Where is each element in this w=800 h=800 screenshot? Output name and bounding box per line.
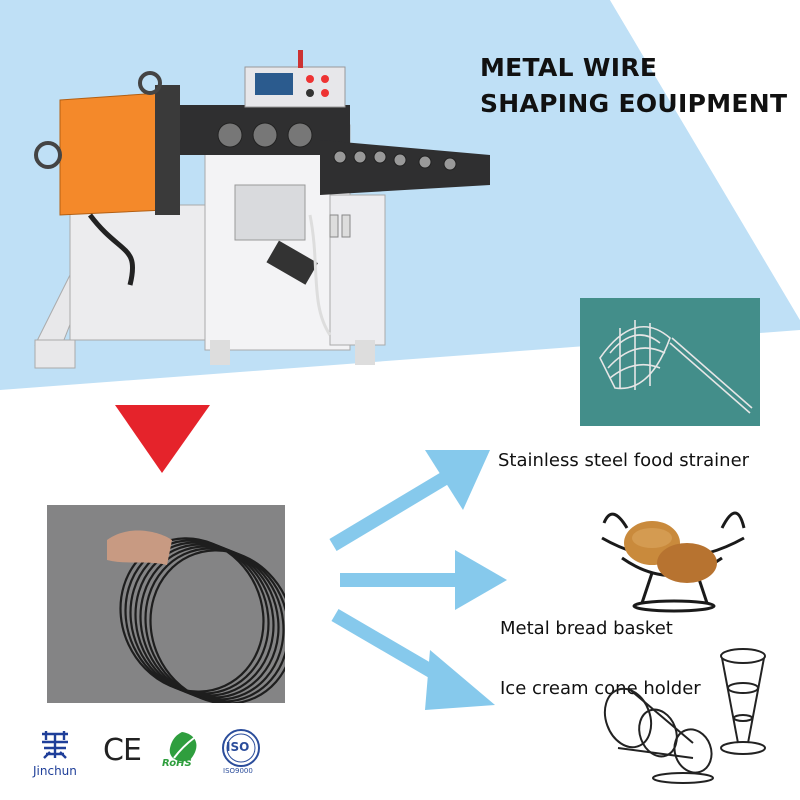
iso-badge-icon [222,729,260,767]
iso-sub-mark: ISO9000 [223,767,253,775]
strainer-label: Stainless steel food strainer [498,450,750,471]
title-line-1: METAL WIRE [480,53,658,82]
cone-holder-image [603,648,766,784]
page-title: METAL WIRE SHAPING EOUIPMENT [480,50,787,122]
cone-holder-label: Ice cream cone holder [500,678,701,699]
bread-basket-image [601,511,746,613]
wire-strainer-image [580,298,760,426]
ce-mark: CE [103,733,142,768]
iso-mark: ISO [226,740,250,754]
arrow-to-cone-holder-icon [331,608,495,710]
bread-basket-label: Metal bread basket [500,618,673,639]
arrow-to-basket-icon [340,550,507,610]
rohs-mark: RoHS [162,758,192,769]
down-arrow-icon [115,405,210,473]
jinchun-logo-icon [42,731,68,759]
arrow-to-strainer-icon [329,450,490,552]
title-line-2: SHAPING EOUIPMENT [480,89,788,118]
rohs-leaf-icon [169,732,197,762]
wire-shaping-machine-image [34,50,490,369]
brand-name: Jinchun [33,764,77,778]
wire-coil-image [47,505,285,703]
